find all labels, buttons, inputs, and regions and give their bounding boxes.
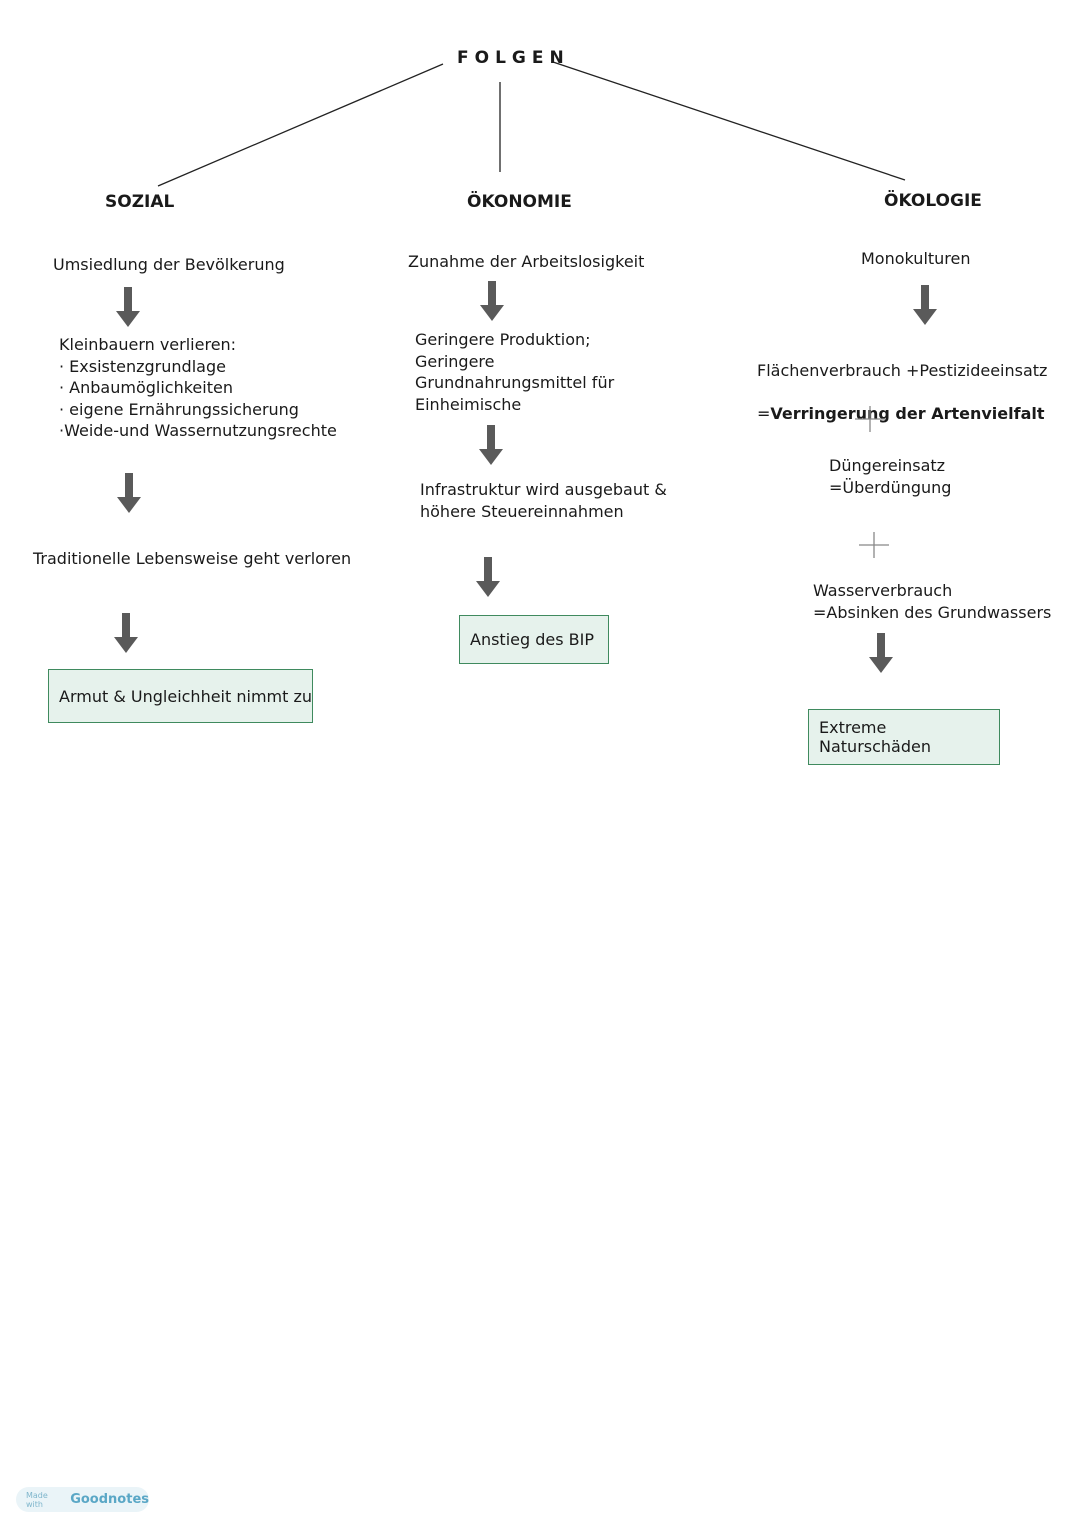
- result-box-oekologie: Extreme Naturschäden: [808, 709, 1000, 765]
- arrow-down-icon: [479, 425, 503, 465]
- plus-icon: [859, 532, 889, 558]
- oekologie-item-2: Flächenverbrauch +Pestizideeinsatz =Verr…: [757, 338, 1047, 424]
- result-oekonomie-label: Anstieg des BIP: [470, 630, 594, 649]
- arrow-down-icon: [480, 281, 504, 321]
- result-box-oekonomie: Anstieg des BIP: [459, 615, 609, 664]
- heading-sozial: SOZIAL: [105, 192, 175, 212]
- badge-prefix: Made with: [26, 1490, 48, 1509]
- oekologie-item-2-bold: Verringerung der Artenvielfalt: [770, 403, 1045, 423]
- goodnotes-badge: Made with Goodnotes: [16, 1487, 149, 1512]
- oekologie-item-2-prefix: =: [757, 403, 771, 423]
- arrow-down-icon: [114, 613, 138, 653]
- sozial-item-3: Traditionelle Lebensweise geht verloren: [33, 549, 352, 568]
- connector-line-oekologie: [552, 61, 906, 181]
- oekologie-item-1: Monokulturen: [861, 249, 971, 268]
- sozial-item-1: Umsiedlung der Bevölkerung: [53, 255, 285, 274]
- oekonomie-item-1: Zunahme der Arbeitslosigkeit: [408, 252, 645, 271]
- result-sozial-label: Armut & Ungleichheit nimmt zu: [59, 686, 313, 706]
- arrow-down-icon: [476, 557, 500, 597]
- sozial-item-2: Kleinbauern verlieren: · Exsistenzgrundl…: [59, 335, 337, 440]
- oekologie-item-3: Düngereinsatz =Überdüngung: [829, 456, 952, 497]
- plus-icon: [855, 406, 885, 432]
- oekonomie-item-2: Geringere Produktion; Geringere Grundnah…: [415, 330, 615, 414]
- connector-line-sozial: [157, 63, 444, 187]
- connector-lines: [157, 61, 906, 187]
- oekologie-item-4: Wasserverbrauch =Absinken des Grundwasse…: [813, 581, 1052, 622]
- oekologie-item-2-line1: Flächenverbrauch +Pestizideeinsatz: [757, 360, 1048, 380]
- arrow-down-icon: [869, 633, 893, 673]
- arrow-down-icon: [117, 473, 141, 513]
- badge-brand: Goodnotes: [70, 1492, 149, 1507]
- arrow-down-icon: [116, 287, 140, 327]
- oekonomie-item-3: Infrastruktur wird ausgebaut & höhere St…: [420, 480, 667, 521]
- heading-oekologie: ÖKOLOGIE: [884, 191, 982, 211]
- arrow-down-icon: [913, 285, 937, 325]
- diagram-title: FOLGEN: [457, 48, 570, 68]
- heading-oekonomie: ÖKONOMIE: [467, 192, 572, 212]
- result-box-sozial: Armut & Ungleichheit nimmt zu: [48, 669, 313, 723]
- result-oekologie-label: Extreme Naturschäden: [819, 718, 931, 756]
